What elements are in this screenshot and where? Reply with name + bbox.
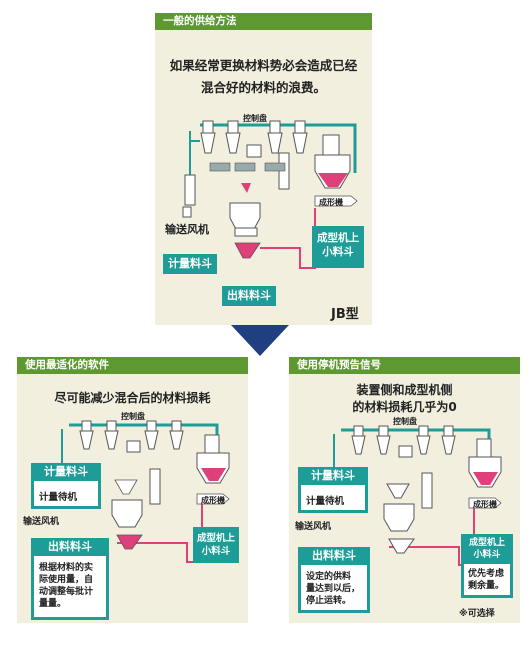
right-discharge-note-line: 设定的供料: [306, 572, 352, 582]
left-discharge-note: 根据材料的实 际使用量，自 动调整每批计 量量。: [39, 562, 93, 610]
right-discharge-box: 出料料斗 设定的供料 量达到以后， 停止运转。: [298, 547, 370, 613]
top-metering-hopper-label: 计量料斗: [163, 254, 217, 274]
top-discharge-hopper-label: 出料料斗: [222, 286, 276, 306]
top-panel: 一般的供给方法 如果经常更换材料势必会造成已经 混合好的材料的浪费。: [155, 13, 372, 325]
top-molding-machine-label: 成形機: [319, 198, 343, 207]
right-system-diagram: [333, 425, 502, 566]
right-discharge-note-line: 量达到以后，: [306, 584, 361, 594]
right-metering-wait-text: 计量待机: [306, 496, 345, 507]
left-metering-wait-text: 计量待机: [39, 492, 78, 503]
top-panel-header: 一般的供给方法: [155, 13, 372, 30]
left-metering-box: 计量料斗 计量待机: [31, 463, 101, 509]
top-control-panel-label: 控制盘: [243, 114, 267, 123]
top-blower-label: 输送风机: [165, 223, 209, 236]
left-discharge-note-line: 际使用量，自: [39, 575, 94, 585]
right-feeder-hopper-line2: 小料斗: [473, 550, 501, 560]
right-molding-machine-label: 成形機: [473, 500, 497, 509]
left-molding-machine-label: 成形機: [201, 496, 225, 505]
right-panel: 使用停机预告信号 装置侧和成型机侧 的材料损耗几乎为0 控制盘 成形機 计量料斗…: [289, 357, 520, 623]
right-feeder-note: 优先考虑 剩余量。: [468, 568, 504, 592]
left-discharge-box: 出料料斗 根据材料的实 际使用量，自 动调整每批计 量量。: [31, 538, 109, 620]
right-control-panel-label: 控制盘: [393, 417, 417, 426]
left-caption: 尽可能减少混合后的材料损耗: [54, 391, 211, 405]
left-metering-hopper-label: 计量料斗: [31, 463, 101, 481]
top-caption-line1: 如果经常更换材料势必会造成已经: [169, 58, 358, 73]
left-panel: 使用最适化的软件 尽可能减少混合后的材料损耗 控制盘 成形機 计量料斗 计量待机…: [17, 357, 248, 623]
left-panel-header: 使用最适化的软件: [17, 357, 248, 374]
right-feeder-hopper-line1: 成型机上: [468, 538, 505, 548]
left-discharge-note-line: 根据材料的实: [39, 563, 94, 573]
right-feeder-box: 成型机上 小料斗 优先考虑 剩余量。: [461, 534, 513, 598]
right-feeder-note-line: 优先考虑: [468, 569, 505, 579]
top-feeder-hopper-line2: 小料斗: [322, 246, 354, 258]
right-discharge-note-line: 停止运转。: [306, 596, 352, 606]
left-discharge-note-line: 动调整每批计: [39, 587, 94, 597]
right-feeder-note-line: 剩余量。: [468, 581, 505, 591]
right-blower-label: 输送风机: [295, 522, 332, 532]
right-discharge-note: 设定的供料 量达到以后， 停止运转。: [306, 571, 360, 607]
top-model-label: JB型: [331, 307, 359, 322]
top-feeder-hopper-label: 成型机上 小料斗: [312, 226, 364, 268]
left-feeder-hopper-label: 成型机上 小料斗: [193, 527, 239, 563]
top-feeder-hopper-line1: 成型机上: [317, 232, 359, 244]
right-caption-line2: 的材料损耗几乎为0: [352, 400, 457, 414]
right-metering-hopper-label: 计量料斗: [298, 467, 368, 485]
right-panel-header: 使用停机预告信号: [289, 357, 520, 374]
top-caption-line2: 混合好的材料的浪费。: [200, 80, 326, 95]
left-control-panel-label: 控制盘: [121, 412, 145, 421]
left-discharge-hopper-label: 出料料斗: [31, 538, 109, 556]
left-blower-label: 输送风机: [23, 517, 60, 527]
right-feeder-hopper-label: 成型机上 小料斗: [461, 534, 513, 564]
right-optional-note: ※可选择: [459, 609, 495, 619]
left-feeder-hopper-line2: 小料斗: [201, 546, 231, 557]
right-metering-box: 计量料斗 计量待机: [298, 467, 368, 513]
right-caption-line1: 装置侧和成型机侧: [356, 383, 453, 397]
left-discharge-note-line: 量量。: [39, 599, 67, 609]
left-feeder-hopper-line1: 成型机上: [196, 533, 235, 544]
right-discharge-hopper-label: 出料料斗: [298, 547, 370, 565]
